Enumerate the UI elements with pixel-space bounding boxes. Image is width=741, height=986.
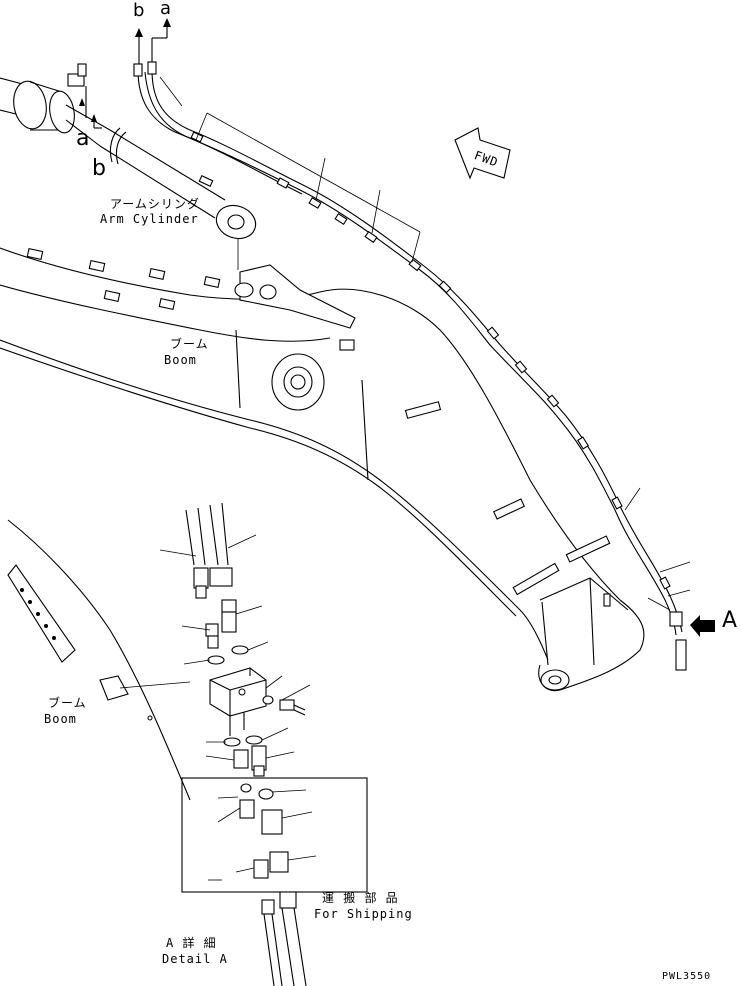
drawing-number: PWL3550 (662, 971, 712, 982)
hose-routing (133, 61, 691, 636)
detail-a-parts (159, 502, 311, 777)
label-detail-en: Detail A (162, 952, 228, 966)
label-shipping-jp: 運 搬 部 品 (322, 891, 399, 905)
label-detail-jp: A 詳 細 (166, 936, 217, 950)
label-boom-en: Boom (164, 353, 197, 367)
fwd-arrow (454, 127, 511, 180)
boom (0, 238, 645, 721)
label-a-left: a (76, 126, 90, 151)
label-a-top: a (160, 0, 172, 19)
label-arm-cylinder-en: Arm Cylinder (100, 212, 199, 226)
arm-cylinder (0, 63, 257, 240)
label-boom2-en: Boom (44, 712, 77, 726)
label-shipping-en: For Shipping (314, 907, 413, 921)
arrow-b (135, 28, 143, 68)
label-view-a: A (722, 608, 738, 633)
shipping-hoses (261, 891, 307, 986)
view-a-arrow (675, 615, 715, 671)
label-b-left: b (92, 156, 106, 181)
label-boom2-jp: ブーム (48, 696, 87, 710)
label-b-top: b (133, 0, 145, 21)
shipping-box (181, 777, 368, 893)
label-arm-cylinder-jp: アームシリンダ (110, 197, 200, 211)
arrow-a (151, 18, 171, 66)
boom-bracket (7, 519, 191, 801)
label-boom-jp: ブーム (170, 337, 209, 351)
